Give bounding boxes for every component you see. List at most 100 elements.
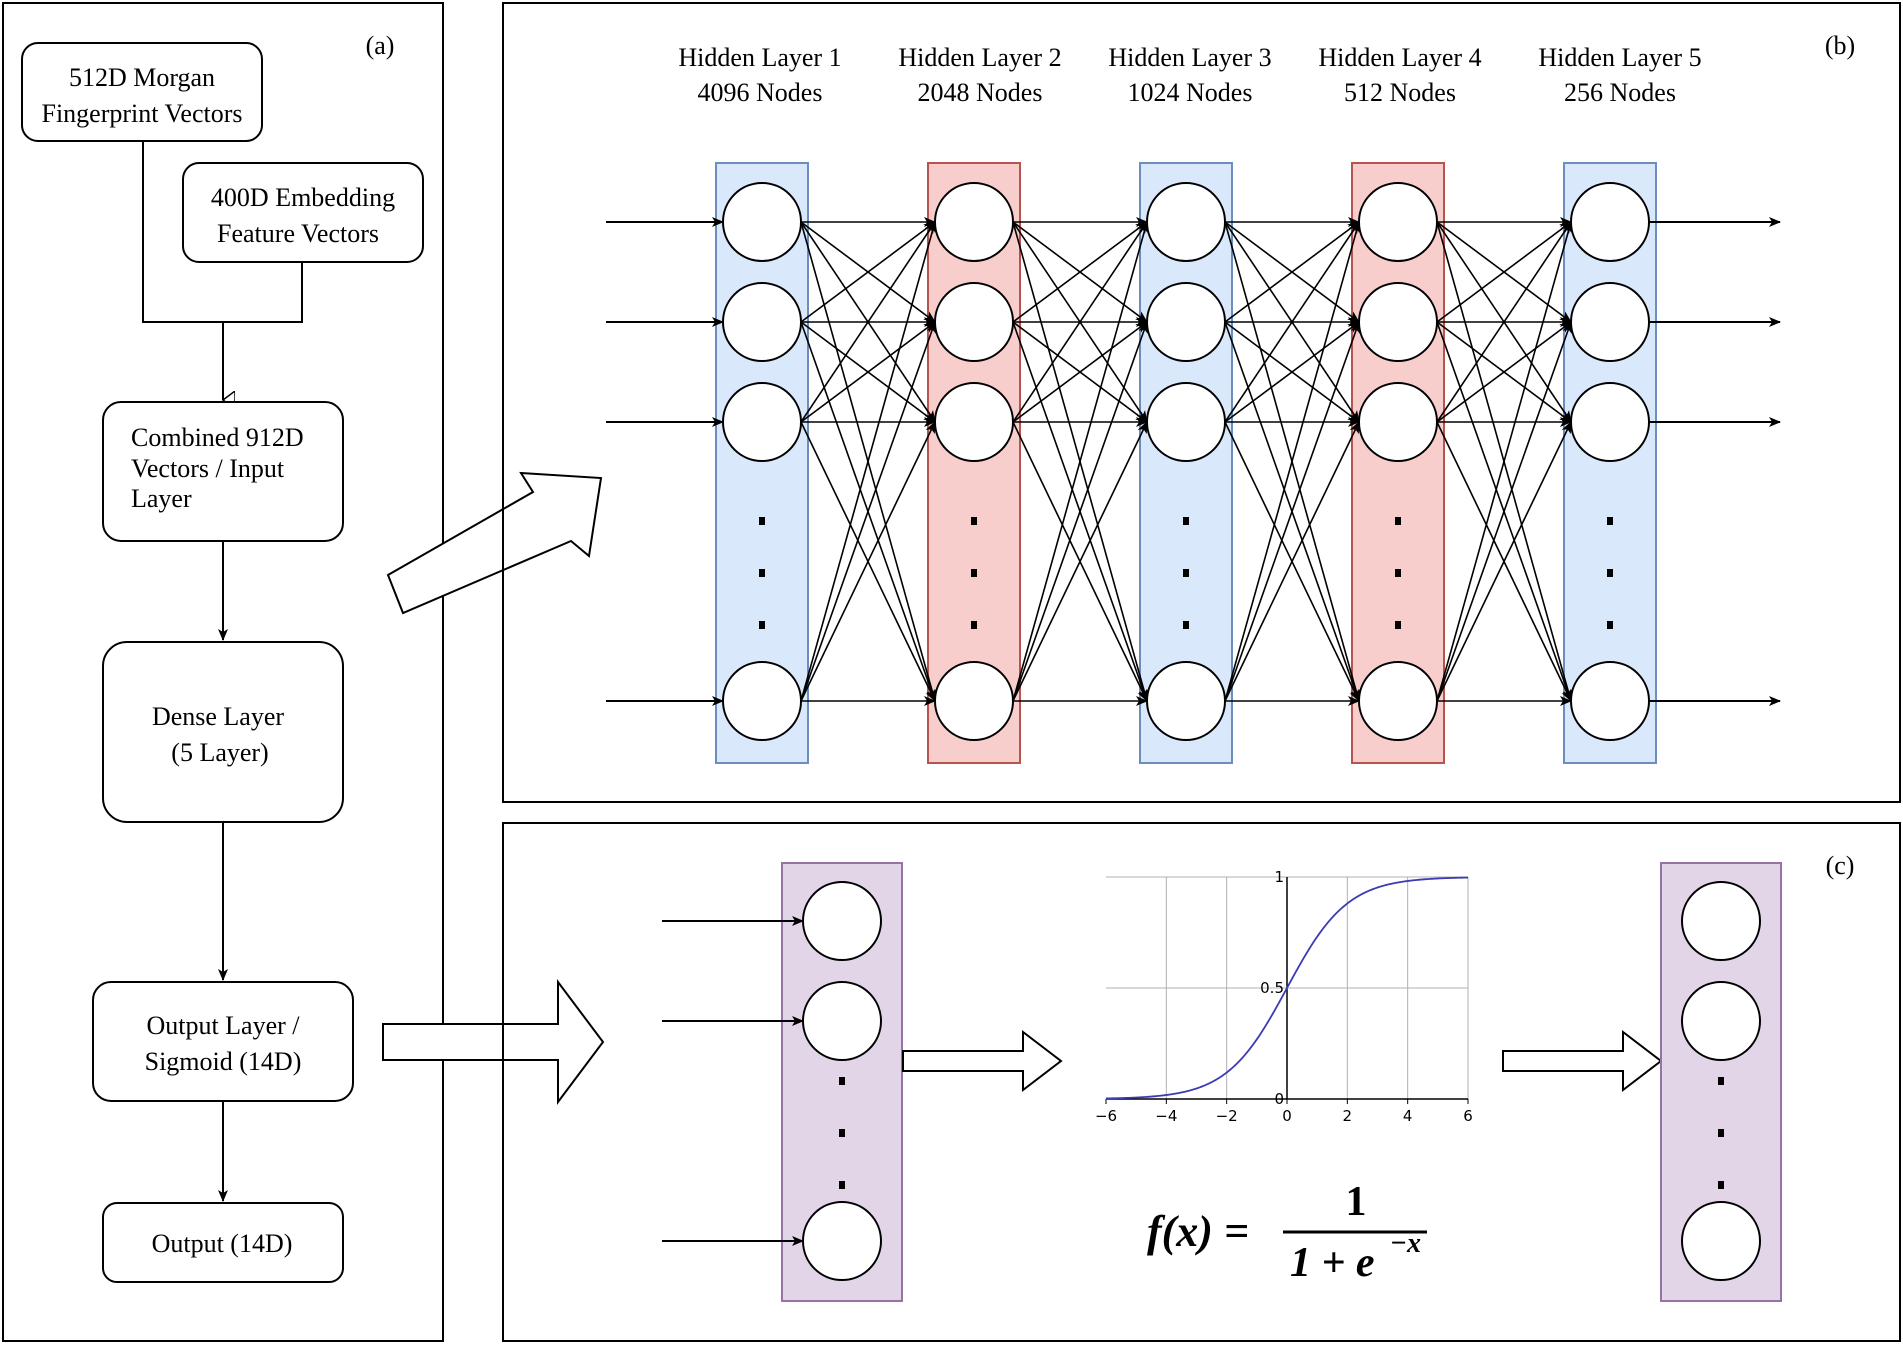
ellipsis-dot (1718, 1181, 1724, 1189)
output-line-1: Output (14D) (152, 1229, 293, 1258)
neuron-node (802, 881, 882, 961)
hidden-layer-1-title: Hidden Layer 1 (678, 43, 841, 72)
morgan-connector (142, 141, 223, 323)
connection-edge (1436, 321, 1572, 423)
ellipsis-dot (971, 621, 977, 629)
combined-line-2: Vectors / Input (131, 454, 285, 483)
plot-x-tick-label: 4 (1403, 1107, 1413, 1125)
connection-edge (1436, 221, 1572, 323)
connection-edge (1436, 221, 1573, 702)
panel-c-tag: (c) (1826, 851, 1855, 880)
ellipsis-dot (1183, 517, 1189, 525)
ellipsis-dot (759, 569, 765, 577)
neuron-node (1358, 661, 1438, 741)
morgan-fingerprint-box: 512D Morgan Fingerprint Vectors (21, 42, 263, 142)
connection-edge (1012, 321, 1148, 423)
output-layer-line-1: Output Layer / (146, 1011, 300, 1040)
morgan-line-1: 512D Morgan (69, 63, 215, 92)
hidden-layer-4-title: Hidden Layer 4 (1318, 43, 1481, 72)
ellipsis-dot (1718, 1129, 1724, 1137)
connection-edge (1436, 221, 1572, 423)
arrow-to-sigmoid-plot (902, 1029, 1063, 1093)
sigmoid-formula: f(x) = 1 1 + e −x (1147, 1179, 1427, 1286)
neuron-node (934, 661, 1014, 741)
arrow-from-sigmoid-plot (1502, 1029, 1663, 1093)
connection-edge (1436, 321, 1573, 702)
ellipsis-dot (759, 517, 765, 525)
ellipsis-dot (1607, 517, 1613, 525)
zoom-arrow-to-panel-c (382, 979, 605, 1105)
hidden-layer-3-title: Hidden Layer 3 (1108, 43, 1271, 72)
neuron-node (1570, 661, 1650, 741)
ellipsis-dot (971, 569, 977, 577)
neuron-node (802, 981, 882, 1061)
ellipsis-dot (1395, 621, 1401, 629)
hidden-layer-5-title: Hidden Layer 5 (1538, 43, 1701, 72)
connection-edge (1224, 321, 1360, 423)
ellipsis-dot (1718, 1077, 1724, 1085)
ellipsis-dot (1607, 569, 1613, 577)
neuron-node (1358, 182, 1438, 262)
neuron-node (1570, 182, 1650, 262)
sigmoid-output-layer (1660, 862, 1782, 1302)
sigmoid-curve (1105, 876, 1469, 1100)
connection-edge (800, 221, 936, 423)
formula-denominator-exponent: −x (1390, 1228, 1421, 1259)
output-box: Output (14D) (102, 1202, 344, 1283)
combined-line-1: Combined 912D (131, 423, 304, 452)
neuron-node (1146, 282, 1226, 362)
neuron-node (1146, 382, 1226, 462)
panel-b-frame (502, 2, 1901, 803)
ellipsis-dot (1395, 569, 1401, 577)
connection-edge (800, 221, 936, 323)
embedding-line-1: 400D Embedding (211, 183, 395, 212)
output-layer-line-2: Sigmoid (14D) (145, 1047, 302, 1076)
dense-line-2: (5 Layer) (171, 738, 268, 767)
ellipsis-dot (839, 1077, 845, 1085)
panel-c-frame (502, 822, 1901, 1342)
panel-a-tag: (a) (366, 31, 395, 60)
hidden-layer-2-node-count: 2048 Nodes (918, 78, 1043, 107)
hidden-layer-5-node-count: 256 Nodes (1564, 78, 1676, 107)
formula-numerator: 1 (1346, 1179, 1367, 1225)
neuron-node (1146, 182, 1226, 262)
connection-edge (1224, 221, 1360, 323)
neuron-node (722, 282, 802, 362)
neuron-node (802, 1201, 882, 1281)
formula-lhs: f(x) = (1147, 1207, 1249, 1256)
connection-edge (1012, 321, 1149, 702)
neuron-node (1681, 881, 1761, 961)
plot-y-tick-label: 1 (1274, 868, 1284, 886)
plot-x-tick-label: 2 (1343, 1107, 1353, 1125)
neuron-node (722, 182, 802, 262)
connection-edge (1436, 421, 1572, 702)
connection-edge (800, 321, 936, 423)
plot-x-tick-label: −6 (1095, 1107, 1117, 1125)
connection-edge (800, 321, 937, 702)
hidden-layer-1-node-count: 4096 Nodes (698, 78, 823, 107)
connection-edge (1012, 221, 1148, 323)
ellipsis-dot (971, 517, 977, 525)
connection-edge (1224, 321, 1361, 702)
connection-edge (800, 421, 936, 702)
connection-edge (1224, 421, 1360, 702)
morgan-line-2: Fingerprint Vectors (42, 99, 243, 128)
neuron-node (934, 182, 1014, 262)
plot-y-tick-label: 0.5 (1260, 979, 1284, 997)
hidden-layer-3-node-count: 1024 Nodes (1128, 78, 1253, 107)
embedding-line-2: Feature Vectors (217, 219, 379, 248)
ellipsis-dot (1183, 621, 1189, 629)
neuron-node (722, 661, 802, 741)
plot-x-tick-label: −4 (1155, 1107, 1177, 1125)
plot-x-tick-label: −2 (1216, 1107, 1238, 1125)
connection-edge (1012, 221, 1149, 702)
connection-edge (1224, 221, 1360, 423)
plot-x-tick-label: 6 (1463, 1107, 1473, 1125)
neuron-node (934, 382, 1014, 462)
plot-x-tick-label: 0 (1282, 1107, 1292, 1125)
embedding-connector (223, 262, 303, 323)
